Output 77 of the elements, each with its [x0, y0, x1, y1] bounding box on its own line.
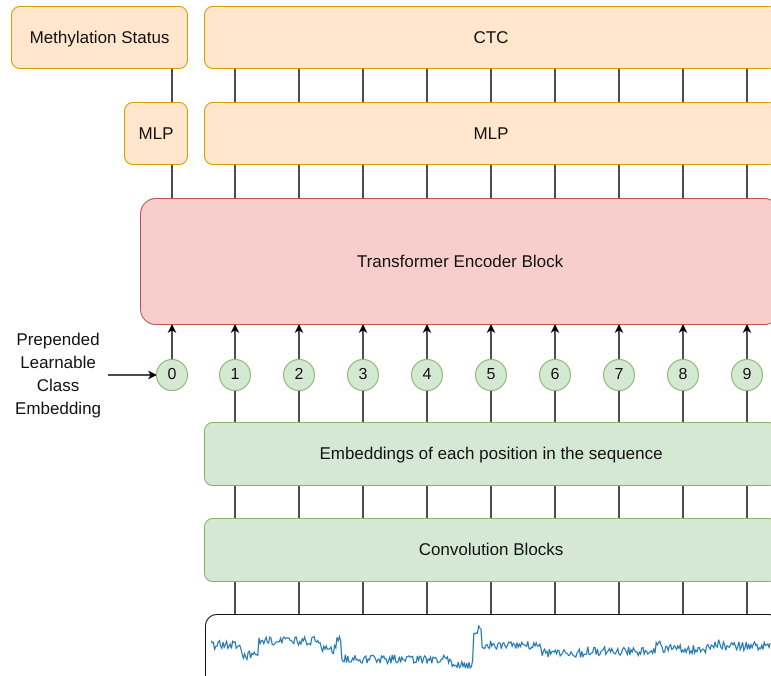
connector-line — [426, 582, 428, 614]
arrow — [230, 324, 240, 359]
connector-line — [490, 582, 492, 614]
connector-line — [298, 165, 300, 198]
arrow — [358, 324, 368, 359]
connector-line — [618, 165, 620, 198]
process-box: Convolution Blocks — [204, 518, 771, 582]
connector-line — [554, 165, 556, 198]
connector-line — [746, 486, 748, 518]
process-box: Methylation Status — [11, 6, 188, 69]
connector-line — [171, 165, 173, 198]
process-box: Embeddings of each position in the sequence — [204, 422, 771, 486]
arrow — [108, 370, 157, 380]
token-circle: 9 — [731, 359, 763, 391]
connector-line — [746, 165, 748, 198]
arrow — [294, 324, 304, 359]
arrow — [614, 324, 624, 359]
connector-line — [234, 69, 236, 102]
token-circle: 1 — [219, 359, 251, 391]
connector-line — [362, 486, 364, 518]
connector-line — [362, 69, 364, 102]
connector-line — [298, 391, 300, 422]
connector-line — [298, 582, 300, 614]
connector-line — [426, 486, 428, 518]
token-circle: 5 — [475, 359, 507, 391]
annotation-text: Prepended Learnable Class Embedding — [2, 330, 114, 420]
connector-line — [426, 391, 428, 422]
connector-line — [490, 69, 492, 102]
connector-line — [362, 391, 364, 422]
connector-line — [554, 486, 556, 518]
connector-line — [490, 165, 492, 198]
arrow — [168, 324, 176, 359]
process-box: CTC — [204, 6, 771, 69]
connector-line — [426, 69, 428, 102]
token-circle: 3 — [347, 359, 379, 391]
connector-line — [618, 69, 620, 102]
arrow — [742, 324, 752, 359]
connector-line — [554, 582, 556, 614]
connector-line — [234, 582, 236, 614]
signal-panel — [205, 614, 771, 676]
token-circle: 8 — [667, 359, 699, 391]
arrow — [550, 324, 560, 359]
arrow — [422, 324, 432, 359]
token-circle: 6 — [539, 359, 571, 391]
connector-line — [682, 582, 684, 614]
connector-line — [682, 165, 684, 198]
arrow — [678, 324, 688, 359]
connector-line — [298, 486, 300, 518]
connector-line — [554, 69, 556, 102]
token-circle: 0 — [156, 359, 188, 391]
connector-line — [490, 391, 492, 422]
connector-line — [746, 391, 748, 422]
connector-line — [682, 486, 684, 518]
connector-line — [618, 391, 620, 422]
connector-line — [746, 69, 748, 102]
connector-line — [362, 582, 364, 614]
connector-line — [746, 582, 748, 614]
connector-line — [426, 165, 428, 198]
encoder-block: Transformer Encoder Block — [140, 198, 771, 325]
connector-line — [682, 391, 684, 422]
connector-line — [554, 391, 556, 422]
arrow — [486, 324, 496, 359]
token-circle: 7 — [603, 359, 635, 391]
connector-line — [234, 165, 236, 198]
process-box: MLP — [204, 102, 771, 165]
connector-line — [362, 165, 364, 198]
token-circle: 4 — [411, 359, 443, 391]
connector-line — [618, 486, 620, 518]
process-box: MLP — [124, 102, 188, 165]
connector-line — [234, 391, 236, 422]
connector-line — [490, 486, 492, 518]
connector-line — [234, 486, 236, 518]
connector-line — [682, 69, 684, 102]
token-circle: 2 — [283, 359, 315, 391]
connector-line — [171, 69, 173, 102]
connector-line — [618, 582, 620, 614]
connector-line — [298, 69, 300, 102]
